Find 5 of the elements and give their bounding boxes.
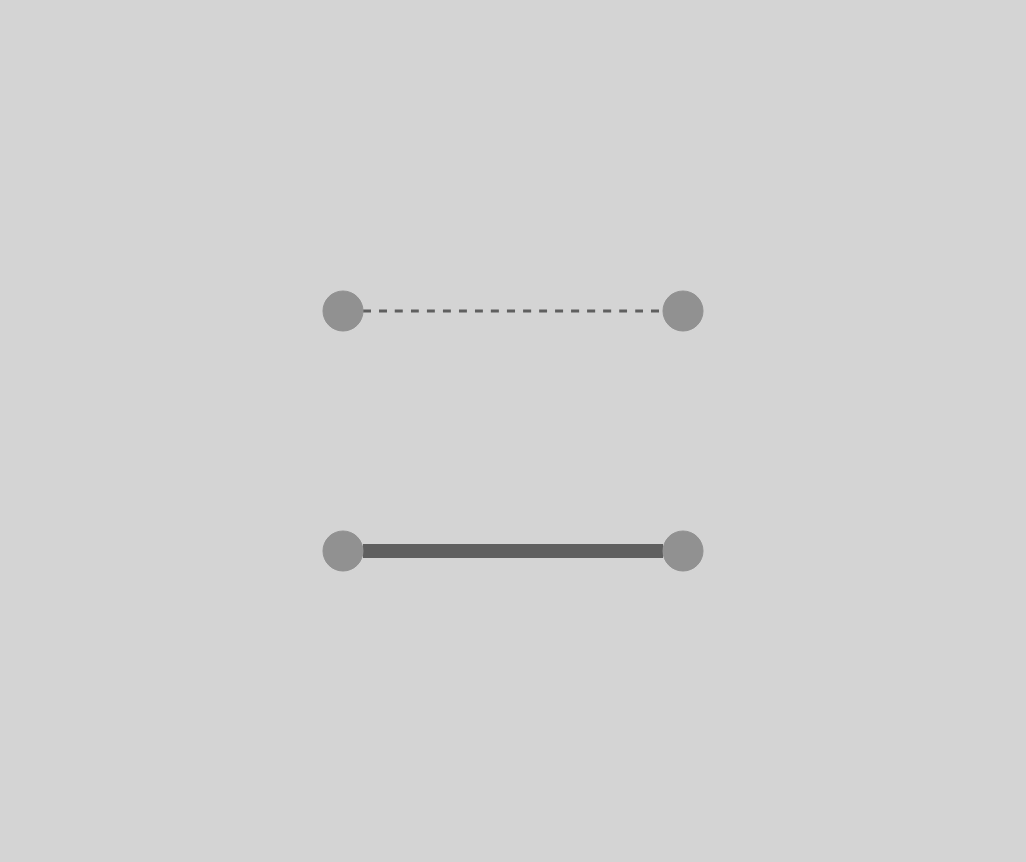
node-circle [322,530,364,572]
node-circle [322,290,364,332]
node-circle [662,290,704,332]
node-circle [662,530,704,572]
connector [363,544,663,558]
